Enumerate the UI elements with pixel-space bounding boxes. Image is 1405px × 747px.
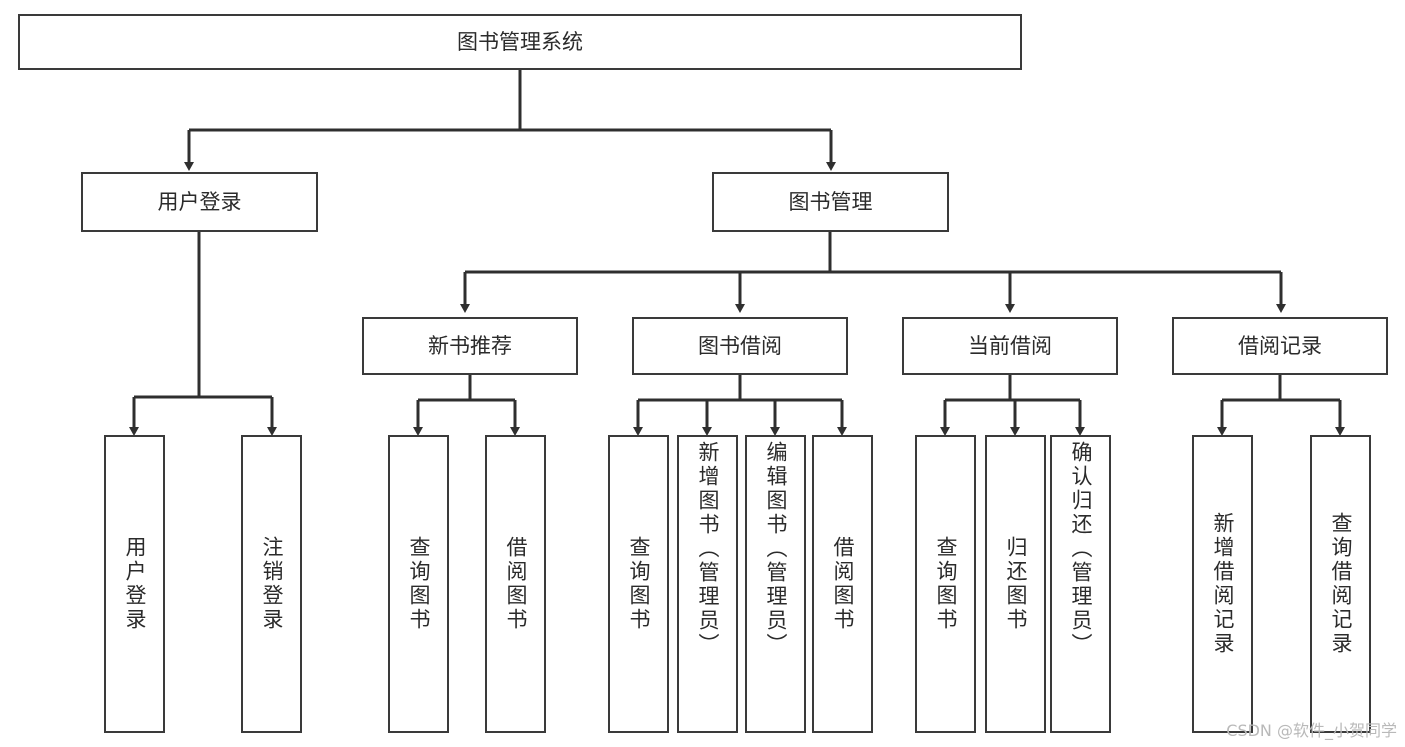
leaf-label: 查询图书 <box>627 536 651 632</box>
leaf-label: 编辑图书（管理员） <box>764 441 788 657</box>
leaf-label: 注销登录 <box>260 536 284 632</box>
watermark: CSDN @软件_小贺同学 <box>1226 721 1397 740</box>
node-label: 新书推荐 <box>428 333 512 358</box>
node-borrow-record[interactable]: 借阅记录 <box>1172 317 1388 375</box>
leaf-current-confirm-return-admin[interactable]: 确认归还（管理员） <box>1050 435 1111 733</box>
node-label: 图书管理 <box>788 189 873 214</box>
leaf-label: 用户登录 <box>123 536 147 632</box>
node-root-system[interactable]: 图书管理系统 <box>18 14 1022 70</box>
leaf-record-query-record[interactable]: 查询借阅记录 <box>1310 435 1371 733</box>
leaf-current-query-book[interactable]: 查询图书 <box>915 435 976 733</box>
leaf-record-add-record[interactable]: 新增借阅记录 <box>1192 435 1253 733</box>
leaf-borrow-add-book-admin[interactable]: 新增图书（管理员） <box>677 435 738 733</box>
leaf-label: 新增借阅记录 <box>1211 512 1235 656</box>
leaf-borrow-borrow-book[interactable]: 借阅图书 <box>812 435 873 733</box>
node-user-login[interactable]: 用户登录 <box>81 172 318 232</box>
leaf-borrow-edit-book-admin[interactable]: 编辑图书（管理员） <box>745 435 806 733</box>
leaf-borrow-query-book[interactable]: 查询图书 <box>608 435 669 733</box>
leaf-current-return-book[interactable]: 归还图书 <box>985 435 1046 733</box>
node-label: 当前借阅 <box>968 333 1052 358</box>
node-book-borrow[interactable]: 图书借阅 <box>632 317 848 375</box>
leaf-label: 查询图书 <box>407 536 431 632</box>
leaf-label: 新增图书（管理员） <box>696 441 720 657</box>
node-label: 图书借阅 <box>698 333 782 358</box>
leaf-label: 查询图书 <box>934 536 958 632</box>
leaf-label: 归还图书 <box>1004 536 1028 632</box>
leaf-label: 确认归还（管理员） <box>1069 441 1093 657</box>
node-label: 用户登录 <box>157 189 242 214</box>
leaf-label: 查询借阅记录 <box>1329 512 1353 656</box>
node-book-management[interactable]: 图书管理 <box>712 172 949 232</box>
node-new-book-recommend[interactable]: 新书推荐 <box>362 317 578 375</box>
node-label: 图书管理系统 <box>457 29 583 54</box>
leaf-label: 借阅图书 <box>831 536 855 632</box>
leaf-label: 借阅图书 <box>504 536 528 632</box>
leaf-user-login-login[interactable]: 用户登录 <box>104 435 165 733</box>
leaf-user-login-logout[interactable]: 注销登录 <box>241 435 302 733</box>
leaf-recommend-borrow-book[interactable]: 借阅图书 <box>485 435 546 733</box>
leaf-recommend-query-book[interactable]: 查询图书 <box>388 435 449 733</box>
node-current-borrow[interactable]: 当前借阅 <box>902 317 1118 375</box>
node-label: 借阅记录 <box>1238 333 1322 358</box>
